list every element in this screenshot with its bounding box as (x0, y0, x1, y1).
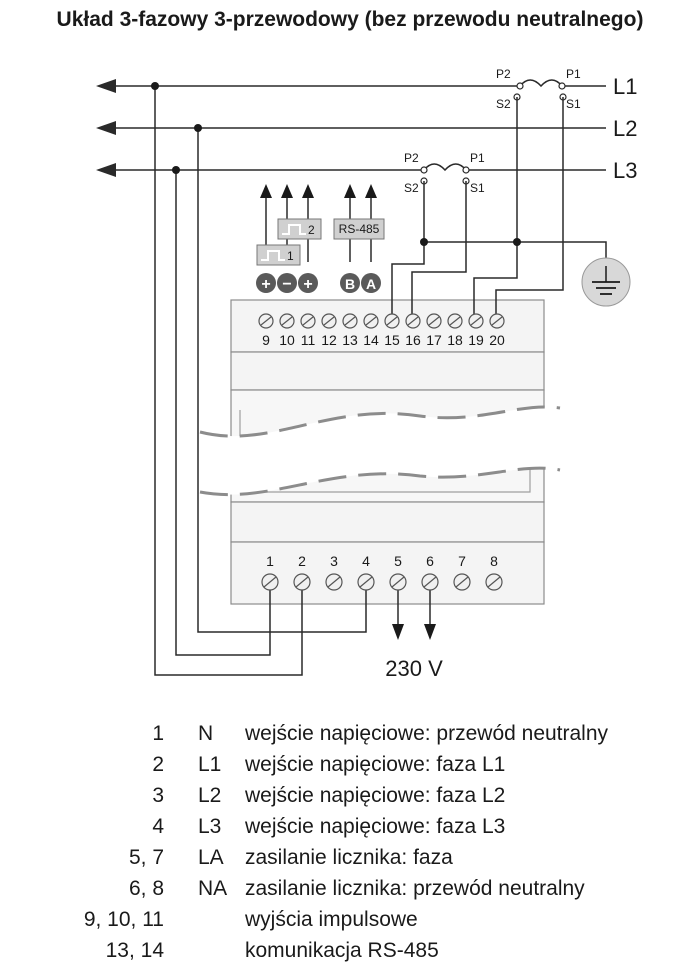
wire-ground (424, 241, 607, 258)
terminal-2-number: 2 (298, 553, 306, 569)
pulse-output-2-box: 2 (277, 218, 322, 240)
legend-row: 3 L2 wejście napięciowe: faza L2 (0, 784, 700, 814)
legend-row: 13, 14 komunikacja RS-485 (0, 939, 700, 969)
legend-code: LA (198, 846, 224, 869)
symbol-a-14: A (366, 276, 376, 292)
legend-code: L1 (198, 753, 222, 776)
wire-terminal-1-l3 (175, 170, 271, 656)
current-transformer-l1 (513, 79, 567, 101)
wire-ct1-s2 (473, 97, 518, 320)
terminal-20-number: 20 (489, 332, 505, 348)
ct1-p2-label: P2 (496, 67, 511, 81)
legend-description: zasilanie licznika: przewód neutralny (245, 877, 585, 900)
label-l2: L2 (613, 116, 637, 141)
legend-row: 4 L3 wejście napięciowe: faza L3 (0, 815, 700, 845)
ground-icon (581, 257, 631, 307)
ct1-s2-label: S2 (496, 97, 511, 111)
legend-row: 6, 8 NA zasilanie licznika: przewód neut… (0, 877, 700, 907)
bottom-terminal-screws (261, 573, 503, 591)
ct1-p1-label: P1 (566, 67, 581, 81)
label-l3: L3 (613, 158, 637, 183)
terminal-13-number: 13 (342, 332, 358, 348)
legend-description: wejście napięciowe: przewód neutralny (245, 722, 609, 745)
legend-row: 5, 7 LA zasilanie licznika: faza (0, 846, 700, 876)
terminal-4-number: 4 (362, 553, 370, 569)
rs485-box: RS-485 (333, 218, 385, 240)
legend-code: N (198, 722, 214, 745)
wiring-diagram: L1 L2 L3 P2 P1 S2 S1 P2 P1 S2 S1 (96, 67, 637, 681)
legend-description: wejście napięciowe: faza L2 (245, 784, 506, 807)
line-arrows (96, 79, 116, 177)
legend-code: L3 (198, 815, 222, 838)
terminal-8-number: 8 (490, 553, 498, 569)
wires (154, 86, 607, 676)
terminal-15-number: 15 (384, 332, 400, 348)
ct2-p1-label: P1 (470, 151, 485, 165)
pulse-output-1-box: 1 (256, 244, 301, 266)
ct2-s2-label: S2 (404, 181, 419, 195)
terminal-1-number: 1 (266, 553, 274, 569)
legend-row: 1 N wejście napięciowe: przewód neutraln… (0, 722, 700, 752)
phase-lines (112, 85, 606, 171)
junction-dots (151, 82, 521, 246)
break-line-top (199, 405, 561, 438)
legend-code: NA (198, 877, 228, 900)
ct1-s1-label: S1 (566, 97, 581, 111)
legend-description: wejście napięciowe: faza L1 (245, 753, 506, 776)
legend-description: komunikacja RS-485 (245, 939, 439, 962)
legend-description: wyjścia impulsowe (245, 908, 418, 931)
legend-terminal-number: 13, 14 (105, 939, 164, 962)
ct2-s1-label: S1 (470, 181, 485, 195)
symbol-plus-9: + (261, 276, 270, 293)
top-terminal-screws (258, 313, 505, 329)
symbol-minus-10: − (282, 276, 291, 293)
legend-code: L2 (198, 784, 222, 807)
ct2-p2-label: P2 (404, 151, 419, 165)
wire-terminal-2-l1 (154, 86, 303, 676)
supply-label: 230 V (385, 656, 443, 681)
page-title: Układ 3-fazowy 3-przewodowy (bez przewod… (56, 8, 644, 31)
wire-terminal-4-l2 (197, 128, 367, 633)
current-transformer-l3 (420, 163, 470, 185)
terminal-7-number: 7 (458, 553, 466, 569)
legend-row: 2 L1 wejście napięciowe: faza L1 (0, 753, 700, 783)
legend-terminal-number: 3 (152, 784, 164, 807)
terminal-17-number: 17 (426, 332, 442, 348)
legend-row: 9, 10, 11 wyjścia impulsowe (0, 908, 700, 938)
supply-arrows (392, 624, 436, 640)
wire-ct2-s2 (391, 181, 425, 320)
terminal-16-number: 16 (405, 332, 421, 348)
legend-description: wejście napięciowe: faza L3 (245, 815, 506, 838)
terminal-10-number: 10 (279, 332, 295, 348)
terminal-symbols: + − + B A (256, 273, 381, 293)
legend-terminal-number: 5, 7 (128, 846, 164, 869)
terminal-14-number: 14 (363, 332, 379, 348)
terminal-3-number: 3 (330, 553, 338, 569)
break-line-bottom (199, 466, 561, 497)
legend-terminal-number: 6, 8 (128, 877, 164, 900)
symbol-b-13: B (345, 276, 355, 292)
terminal-12-number: 12 (321, 332, 337, 348)
legend-terminal-number: 2 (152, 753, 164, 776)
terminal-5-number: 5 (394, 553, 402, 569)
legend-terminal-number: 9, 10, 11 (83, 908, 164, 931)
legend-description: zasilanie licznika: faza (245, 846, 453, 869)
legend-terminal-number: 1 (152, 722, 164, 745)
pulse-output-1-label: 1 (287, 249, 294, 263)
terminal-19-number: 19 (468, 332, 484, 348)
pulse-output-2-label: 2 (308, 223, 315, 237)
wire-ct2-s1 (411, 181, 467, 320)
label-l1: L1 (613, 74, 637, 99)
legend-terminal-number: 4 (152, 815, 164, 838)
wire-ct1-s1 (495, 97, 564, 320)
symbol-plus-11: + (303, 276, 312, 293)
terminal-11-number: 11 (301, 332, 316, 348)
rs485-label: RS-485 (339, 222, 380, 236)
terminal-18-number: 18 (447, 332, 463, 348)
terminal-6-number: 6 (426, 553, 434, 569)
terminal-9-number: 9 (262, 332, 270, 348)
output-arrows (260, 184, 377, 198)
